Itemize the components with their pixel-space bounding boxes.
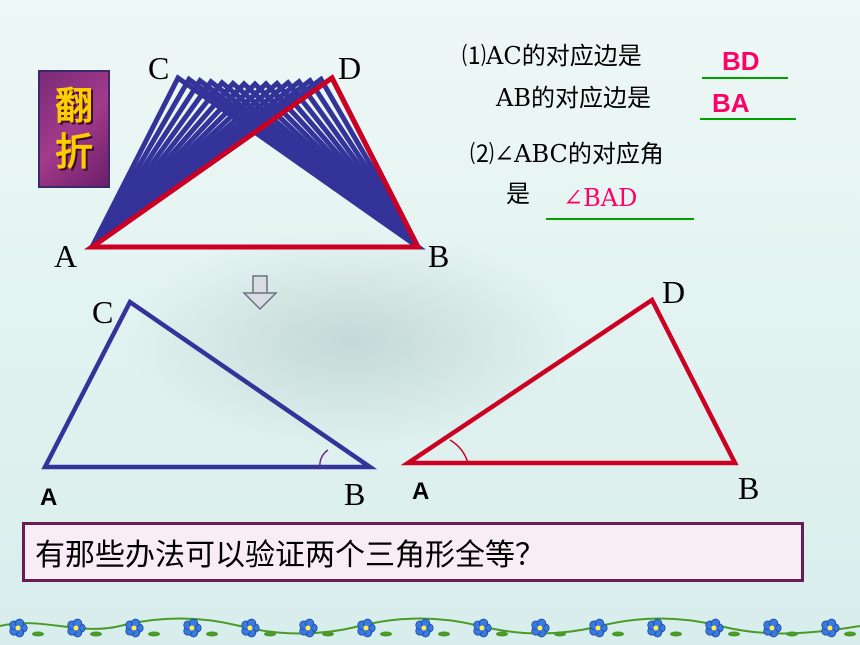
- flower-icon: [241, 618, 276, 638]
- question-2-line-2: 是: [506, 180, 530, 208]
- question-box: 有那些办法可以验证两个三角形全等？: [22, 522, 804, 582]
- top-label-d: D: [338, 50, 362, 86]
- flower-icon: [357, 618, 392, 638]
- answer-2-underline: [700, 118, 796, 120]
- flower-icon: [763, 618, 798, 638]
- flower-icon: [821, 618, 856, 638]
- flower-icon: [67, 618, 102, 638]
- down-arrow-icon: [242, 275, 278, 311]
- flower-icon: [589, 618, 624, 638]
- right-label-d: D: [662, 274, 686, 310]
- answer-bad: ∠BAD: [563, 184, 638, 212]
- top-label-a: A: [54, 238, 78, 274]
- left-label-b: B: [344, 476, 366, 512]
- left-angle-arc: [319, 449, 329, 468]
- answer-1-underline: [702, 77, 788, 79]
- question-2-line-1: ⑵∠ABC的对应角: [470, 140, 664, 168]
- flower-icon: [9, 618, 44, 638]
- right-triangle-abd: [400, 296, 739, 466]
- badge-char-1: 翻: [54, 84, 93, 128]
- flower-icon: [125, 618, 160, 638]
- right-label-a: A: [412, 478, 430, 505]
- top-triangle-abd: [84, 74, 423, 250]
- flower-icon: [415, 618, 450, 638]
- answer-3-underline: [546, 218, 694, 220]
- flower-icon: [705, 618, 740, 638]
- top-label-c: C: [148, 50, 170, 86]
- flower-icon: [299, 618, 334, 638]
- bottom-question-text: 有那些办法可以验证两个三角形全等？: [35, 538, 545, 573]
- flower-icon: [473, 618, 508, 638]
- flower-icon: [647, 618, 682, 638]
- left-label-c: C: [92, 294, 114, 330]
- top-label-b: B: [428, 238, 450, 274]
- question-1-line-1: ⑴AC的对应边是: [462, 42, 642, 70]
- flower-border: [0, 617, 860, 638]
- answer-bd: BD: [722, 46, 760, 76]
- right-label-b: B: [738, 470, 760, 506]
- question-1-line-2: AB的对应边是: [496, 84, 651, 112]
- flower-icon: [531, 618, 566, 638]
- landscape-watermark: [120, 230, 580, 450]
- fold-badge: 翻 折: [38, 70, 110, 188]
- flower-icon: [183, 618, 218, 638]
- folding-trail: [84, 74, 426, 250]
- answer-ba: BA: [712, 88, 750, 118]
- badge-char-2: 折: [54, 130, 93, 174]
- left-label-a: A: [40, 484, 58, 511]
- right-angle-arc: [449, 439, 469, 464]
- left-triangle-abc: [41, 298, 378, 470]
